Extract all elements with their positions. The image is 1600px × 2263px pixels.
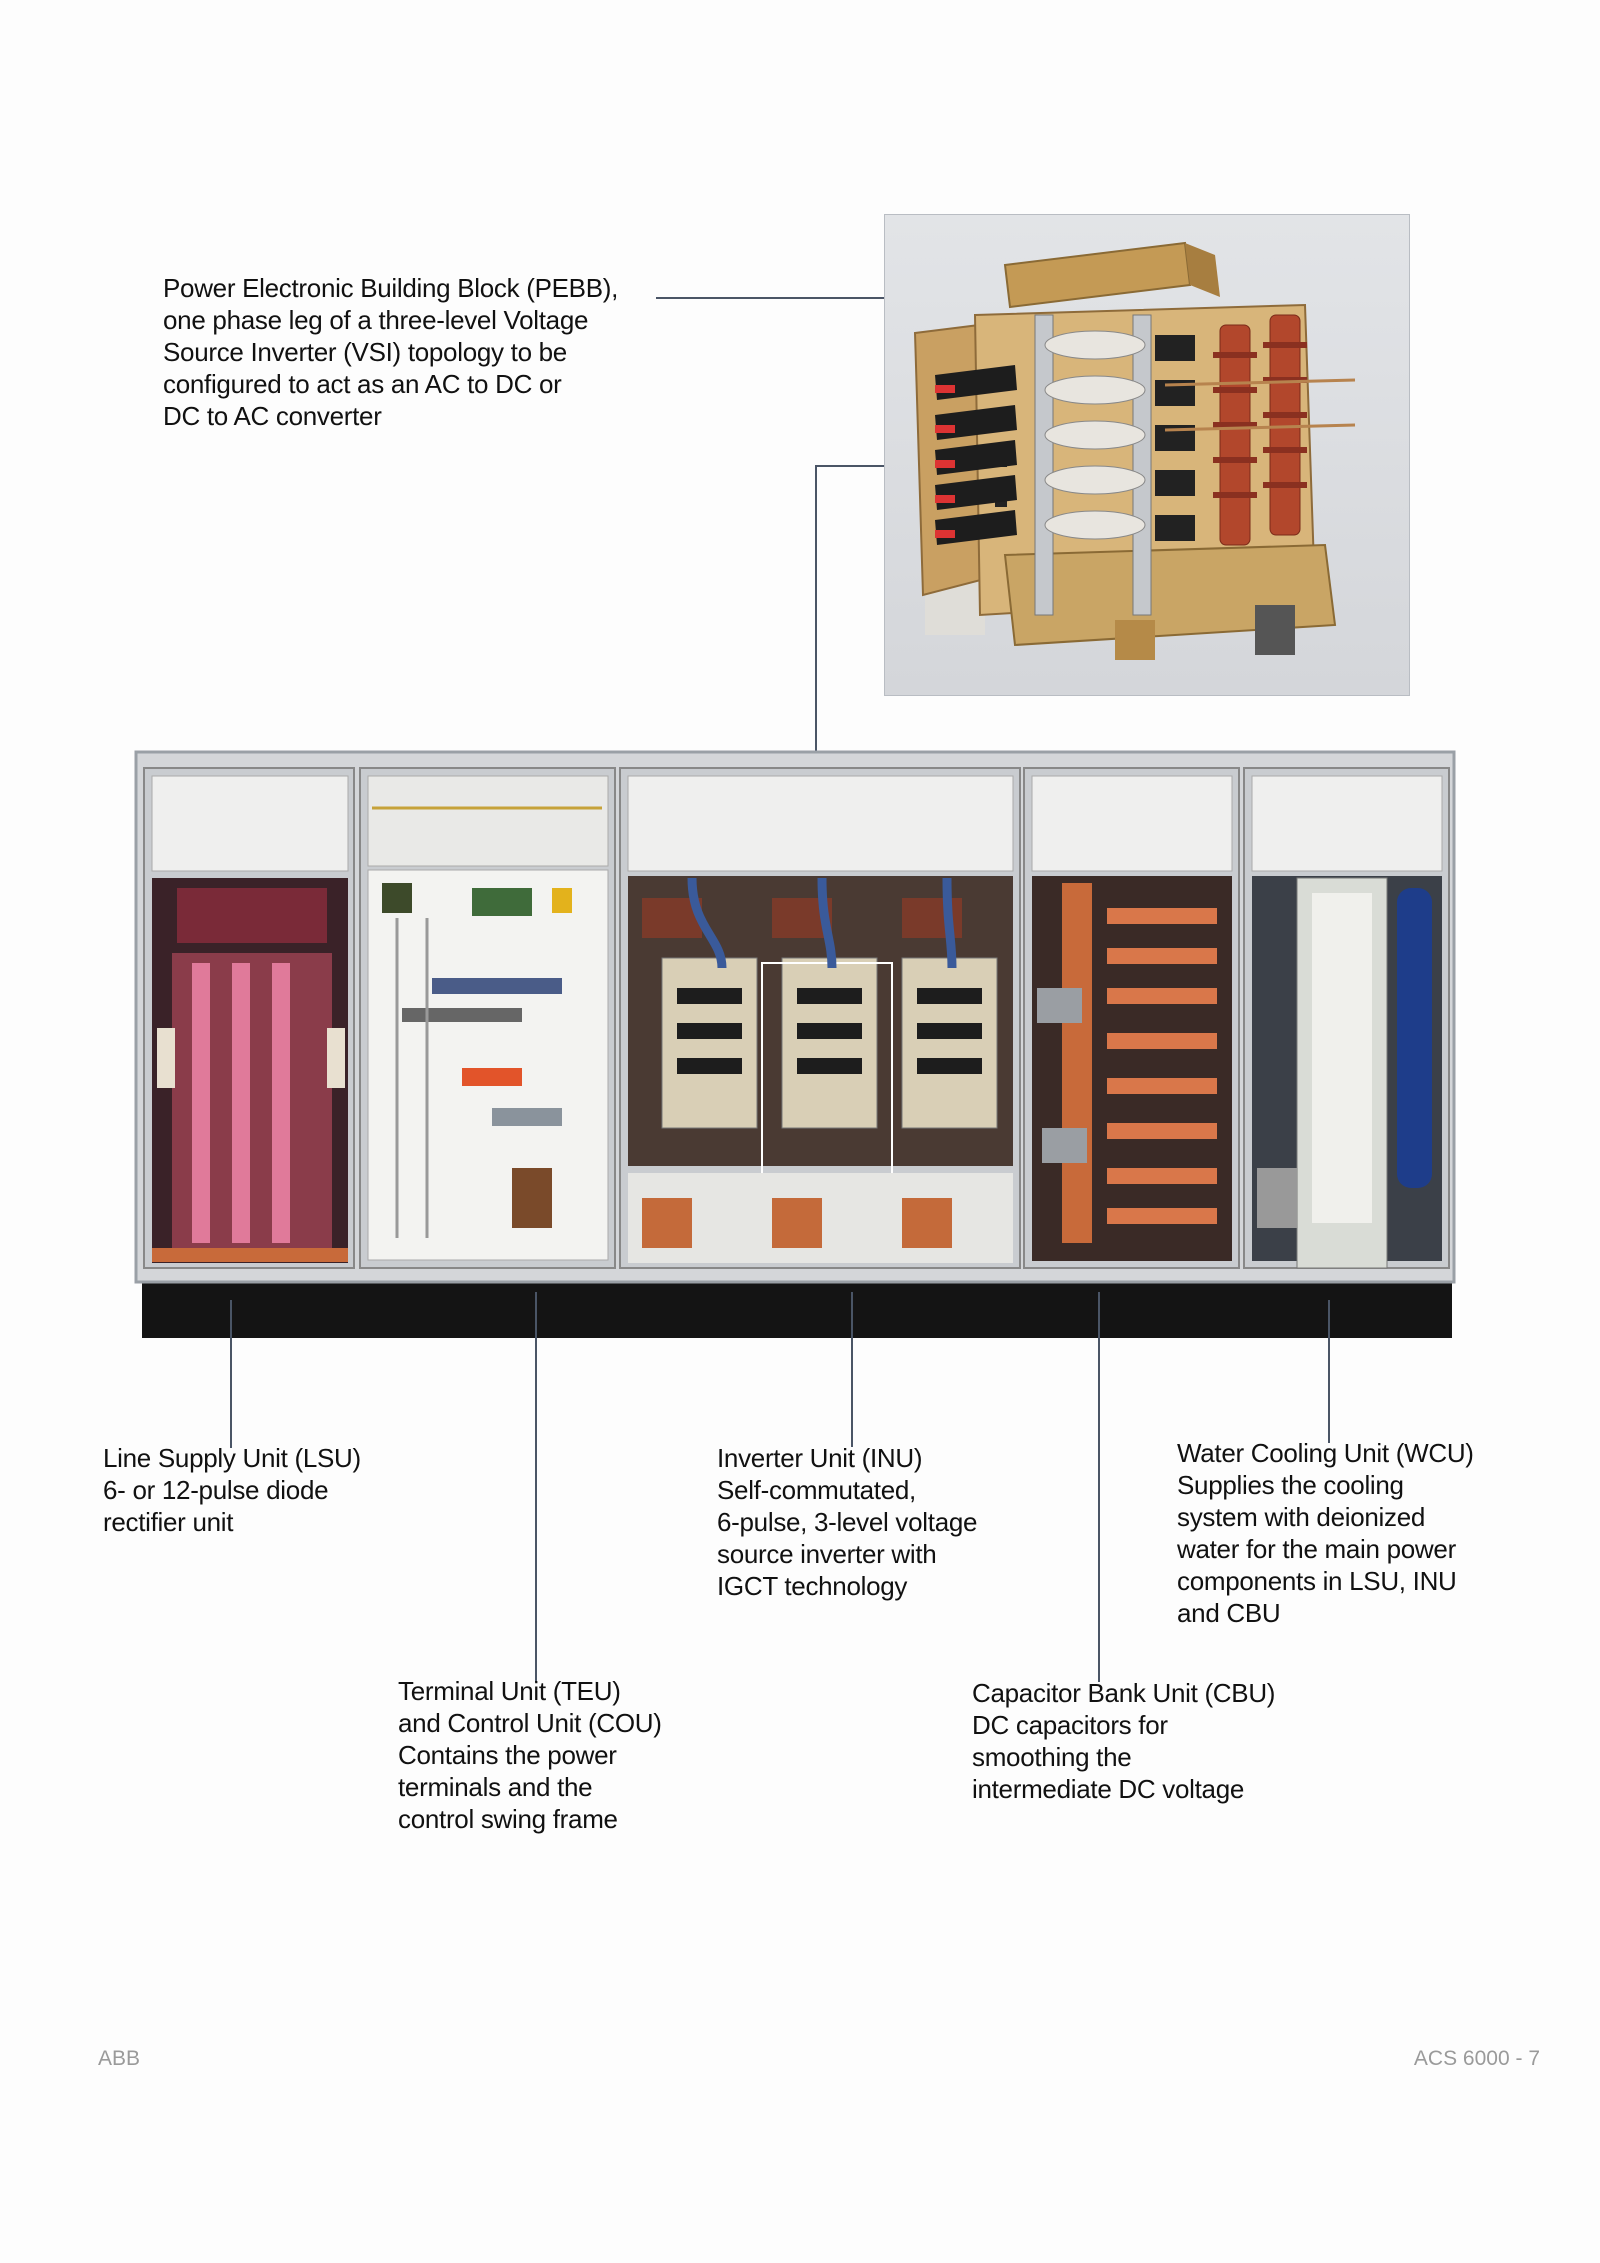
- cbu-cabinet: [1023, 767, 1240, 1269]
- lsu-callout-line: rectifier unit: [103, 1507, 234, 1537]
- inu-leader-line: [851, 1292, 853, 1447]
- inu-callout: Inverter Unit (INU) Self-commutated, 6-p…: [717, 1442, 977, 1602]
- lsu-leader-line: [230, 1300, 232, 1448]
- footer-brand: ABB: [98, 2047, 141, 2070]
- wcu-cabinet: [1243, 767, 1450, 1269]
- pebb-callout-line: DC to AC converter: [163, 401, 382, 431]
- teu-callout-line: Terminal Unit (TEU): [398, 1676, 621, 1706]
- pebb-callout-line: Power Electronic Building Block (PEBB),: [163, 273, 619, 303]
- lsu-callout-line: Line Supply Unit (LSU): [103, 1443, 361, 1473]
- wcu-callout-line: Supplies the cooling: [1177, 1470, 1404, 1500]
- pebb-connector-vertical: [815, 465, 817, 935]
- pebb-module-illustration: [913, 241, 1356, 660]
- footer-page-number: ACS 6000 - 7: [1413, 2047, 1540, 2070]
- wcu-callout: Water Cooling Unit (WCU) Supplies the co…: [1177, 1437, 1474, 1629]
- lsu-callout: Line Supply Unit (LSU) 6- or 12-pulse di…: [103, 1442, 361, 1538]
- pebb-callout-line: Source Inverter (VSI) topology to be: [163, 337, 567, 367]
- pebb-callout-line: one phase leg of a three-level Voltage: [163, 305, 589, 335]
- cbu-callout-line: smoothing the: [972, 1742, 1132, 1772]
- pebb-module-photo: [884, 214, 1410, 696]
- inu-callout-line: 6-pulse, 3-level voltage: [717, 1507, 978, 1537]
- wcu-callout-line: and CBU: [1177, 1598, 1281, 1628]
- drive-cabinet-illustration: [134, 750, 1456, 1338]
- cbu-callout-line: DC capacitors for: [972, 1710, 1168, 1740]
- wcu-callout-line: Water Cooling Unit (WCU): [1177, 1438, 1474, 1468]
- wcu-callout-line: water for the main power: [1177, 1534, 1456, 1564]
- teu-leader-line: [535, 1292, 537, 1682]
- lsu-callout-line: 6- or 12-pulse diode: [103, 1475, 329, 1505]
- teu-cou-cabinet: [359, 767, 616, 1269]
- inu-callout-line: Self-commutated,: [717, 1475, 916, 1505]
- cbu-callout-line: intermediate DC voltage: [972, 1774, 1245, 1804]
- cbu-callout-line: Capacitor Bank Unit (CBU): [972, 1678, 1276, 1708]
- pebb-leader-line: [656, 297, 976, 299]
- teu-callout: Terminal Unit (TEU) and Control Unit (CO…: [398, 1675, 662, 1835]
- cbu-callout: Capacitor Bank Unit (CBU) DC capacitors …: [972, 1677, 1275, 1805]
- cbu-leader-line: [1098, 1292, 1100, 1682]
- gate-units: [935, 365, 1017, 545]
- inu-cabinet: [619, 767, 1021, 1269]
- pebb-callout: Power Electronic Building Block (PEBB), …: [163, 272, 618, 432]
- wcu-callout-line: system with deionized: [1177, 1502, 1426, 1532]
- wcu-leader-line: [1328, 1300, 1330, 1443]
- teu-callout-line: terminals and the: [398, 1772, 593, 1802]
- teu-callout-line: Contains the power: [398, 1740, 617, 1770]
- teu-callout-line: control swing frame: [398, 1804, 618, 1834]
- wcu-callout-line: components in LSU, INU: [1177, 1566, 1457, 1596]
- inu-callout-line: Inverter Unit (INU): [717, 1443, 923, 1473]
- device-stack: [995, 330, 1146, 540]
- insulator-columns: [1219, 314, 1301, 546]
- inu-callout-line: source inverter with: [717, 1539, 937, 1569]
- lsu-cabinet: [143, 767, 355, 1269]
- pebb-callout-line: configured to act as an AC to DC or: [163, 369, 562, 399]
- acs6000-drive-photo: [132, 748, 1458, 1348]
- pebb-connector-horizontal: [815, 465, 884, 467]
- teu-callout-line: and Control Unit (COU): [398, 1708, 662, 1738]
- inu-callout-line: IGCT technology: [717, 1571, 908, 1601]
